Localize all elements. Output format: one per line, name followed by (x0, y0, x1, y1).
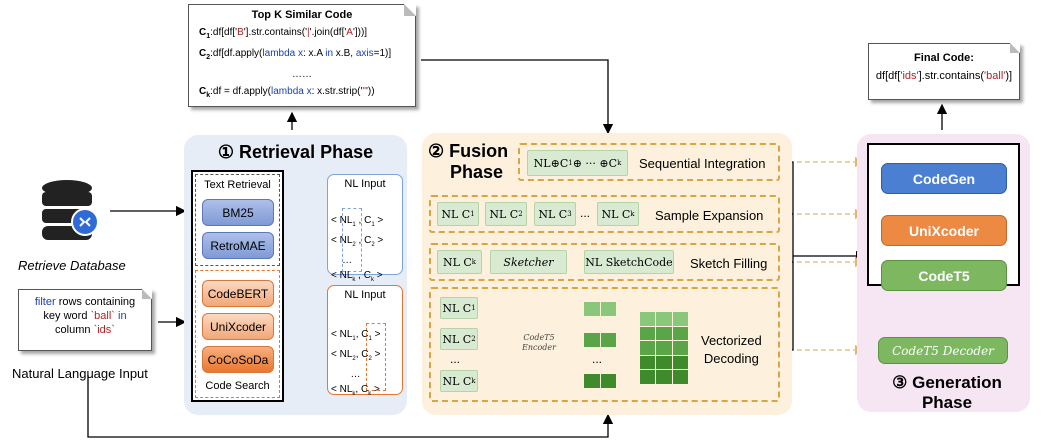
vector-row-2 (584, 333, 616, 347)
fusion-phase-title: ② Fusion Phase (428, 141, 509, 182)
topk-note: Top K Similar Code C1:df[df['B'].str.con… (188, 4, 416, 107)
nl-input-label: Natural Language Input (12, 366, 148, 381)
nl-bi-dashed (342, 208, 362, 272)
topk-line-2: C2:df[df.apply(lambda x: x.A in x.B, axi… (199, 48, 392, 61)
sketcher-box: Sketcher (490, 250, 567, 274)
encoder-label: CodeT5 Encoder (522, 333, 556, 352)
unixcoder-retrieval-model: UniXcoder (202, 313, 274, 340)
nl-input-cross-label: NL Input (344, 289, 386, 301)
topk-dots: …… (292, 69, 312, 80)
bm25-model: BM25 (202, 199, 274, 226)
retrieval-phase-title: ① Retrieval Phase (217, 142, 374, 162)
query-word-rows: rows containing (55, 296, 136, 308)
topk-line-1: C1:df[df['B'].str.contains('|'.join(df['… (199, 27, 368, 40)
generation-phase-title: ③ Generation Phase (892, 373, 1002, 412)
unixcoder-generation-model: UniXcoder (881, 215, 1007, 246)
vector-row-k (584, 374, 616, 388)
retromae-model: RetroMAE (202, 232, 274, 259)
note-fold (404, 4, 416, 16)
vec-dots-left: ... (450, 352, 461, 366)
text-retrieval-group (195, 174, 280, 266)
nl-bi-pairs: < NL1 , C1 > < NL2 , C2 > … < NLk , Ck > (331, 215, 384, 283)
sketch-filling-label: Sketch Filling (690, 256, 768, 271)
arrow-nl-fusion (87, 375, 614, 438)
sample-expansion-label: Sample Expansion (655, 208, 764, 223)
query-note: filter rows containing key word `ball` i… (18, 289, 152, 351)
vec-dots-mid: ... (592, 352, 603, 366)
sample-expansion-box (429, 195, 780, 233)
nl-input-bi-box (327, 174, 403, 275)
sketch-filling-box (429, 243, 780, 281)
text-retrieval-label: Text Retrieval (204, 179, 271, 191)
vector-matrix (640, 312, 688, 384)
nl-input-bi-label: NL Input (344, 178, 386, 190)
nl-input-cross-box (327, 285, 403, 395)
database-label: Retrieve Database (18, 258, 126, 273)
database-icon (40, 178, 102, 244)
codegen-model: CodeGen (881, 163, 1007, 194)
sketchcode-box: NL SketchCode (584, 250, 674, 274)
vectorized-decoding-box (429, 287, 780, 402)
vectorized-decoding-label: Vectorized Decoding (701, 333, 762, 366)
query-word-ball: `ball` (90, 310, 115, 322)
sequential-integration-box (518, 143, 780, 181)
nl-cross-dashed (366, 323, 386, 391)
final-code-title: Final Code: (914, 52, 974, 64)
query-word-column: column (55, 324, 94, 336)
query-word-filter: filter (34, 296, 56, 308)
sequential-integration-label: Sequential Integration (639, 156, 766, 171)
sample-ellipsis: ... (580, 206, 591, 220)
final-code-text: df[df['ids'].str.contains('ball')] (875, 70, 1013, 82)
query-word-in: in (114, 310, 127, 322)
topk-title: Top K Similar Code (251, 9, 353, 21)
nl-cross-pairs: < NL1, C1 > < NL2, C2 > … < NLk, Ck > (331, 329, 381, 397)
query-word-keyword: key word (43, 310, 91, 322)
arrow-topk-fusion (421, 59, 614, 135)
vector-row-1 (584, 302, 616, 316)
code-search-group (195, 270, 280, 398)
topk-line-k: Ck:df = df.apply(lambda x: x.str.strip('… (199, 86, 375, 99)
cocosoda-model: CoCoSoDa (202, 346, 274, 373)
code-search-label: Code Search (205, 380, 270, 392)
query-word-ids: `ids` (93, 324, 115, 336)
codebert-model: CodeBERT (202, 280, 274, 307)
codet5-decoder: CodeT5 Decoder (878, 337, 1008, 364)
codet5-model: CodeT5 (881, 260, 1007, 291)
final-code-note: Final Code: df[df['ids'].str.contains('b… (868, 43, 1020, 100)
